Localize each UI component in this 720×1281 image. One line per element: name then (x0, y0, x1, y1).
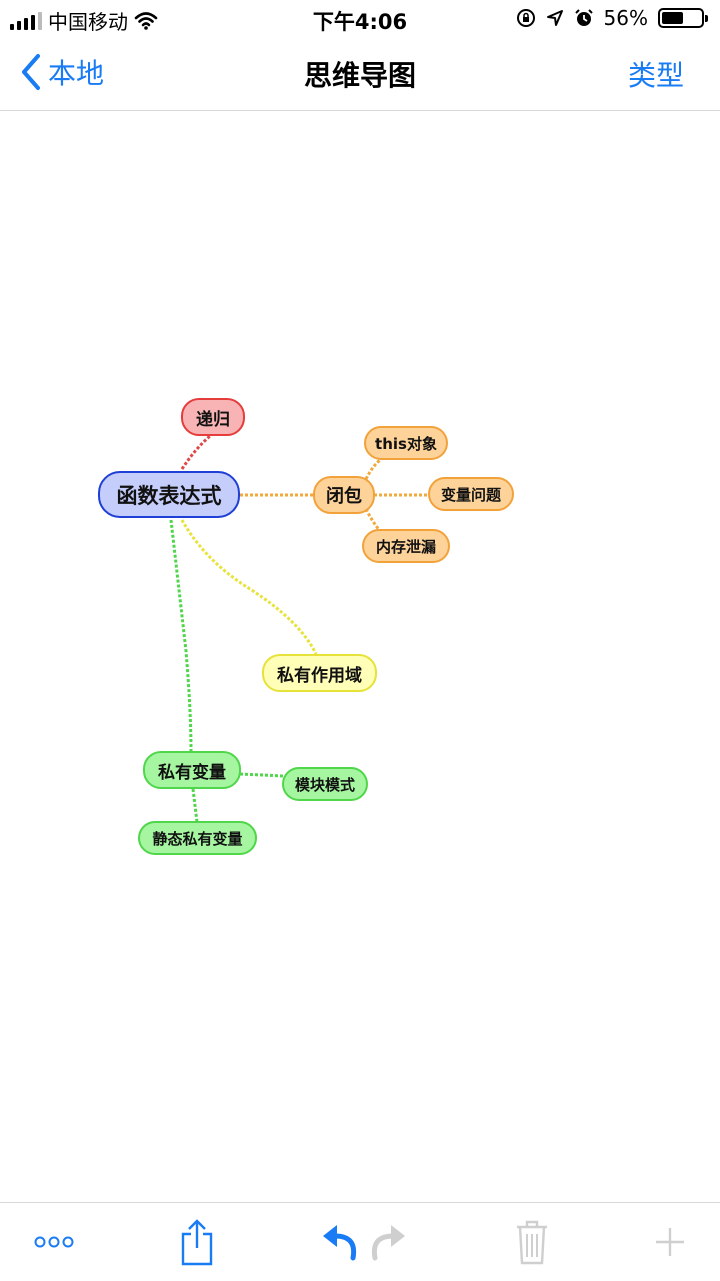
redo-button[interactable] (368, 1203, 410, 1281)
bottom-toolbar (0, 1202, 720, 1281)
connector-recursion (180, 434, 211, 470)
more-icon (34, 1236, 74, 1248)
mindmap-node-private-variable[interactable]: 私有变量 (143, 751, 241, 789)
share-icon (181, 1219, 213, 1266)
rotation-lock-icon (516, 9, 535, 27)
connector-static-private-variable (191, 788, 199, 823)
chevron-left-icon (22, 54, 40, 90)
wifi-icon (134, 11, 158, 30)
mindmap-canvas[interactable]: 函数表达式 递归 闭包 this对象 变量问题 内存泄漏 私有作用域 私有变量 … (0, 111, 720, 1202)
battery-percent: 56% (603, 6, 648, 30)
navigation-bar: 本地 思维导图 类型 (0, 40, 720, 111)
redo-icon (371, 1225, 405, 1261)
status-left: 中国移动 (10, 6, 158, 35)
clock: 下午4:06 (312, 10, 408, 34)
back-button[interactable]: 本地 (20, 52, 104, 92)
mindmap-node-recursion[interactable]: 递归 (181, 398, 245, 436)
page-title: 思维导图 (303, 59, 416, 92)
type-button[interactable]: 类型 (627, 59, 684, 92)
alarm-icon (574, 9, 593, 26)
back-label: 本地 (48, 57, 105, 90)
signal-icon (10, 11, 42, 30)
mindmap-node-this-object[interactable]: this对象 (364, 426, 448, 460)
add-button[interactable] (650, 1203, 690, 1281)
mindmap-node-root[interactable]: 函数表达式 (98, 471, 240, 518)
share-button[interactable] (172, 1203, 222, 1281)
connector-this-object (364, 458, 382, 480)
delete-button[interactable] (510, 1203, 554, 1281)
mindmap-connectors (169, 434, 430, 823)
undo-button[interactable] (318, 1203, 360, 1281)
mindmap-node-memory-leak[interactable]: 内存泄漏 (362, 529, 450, 563)
trash-icon (517, 1220, 547, 1265)
location-icon (546, 10, 563, 26)
connector-private-variable (169, 519, 193, 752)
add-icon (656, 1228, 684, 1256)
connector-memory-leak (364, 508, 382, 532)
battery-icon (658, 8, 708, 28)
more-button[interactable] (28, 1203, 80, 1281)
mindmap-node-closure[interactable]: 闭包 (313, 476, 375, 514)
mindmap-node-variable-issue[interactable]: 变量问题 (428, 477, 514, 511)
battery-fill (662, 12, 683, 24)
mindmap-node-private-scope[interactable]: 私有作用域 (262, 654, 377, 692)
undo-icon (323, 1225, 357, 1261)
status-right: 56% (516, 6, 708, 30)
connector-private-scope (180, 519, 318, 655)
status-bar: 中国移动 下午4:06 56% (0, 0, 720, 40)
mindmap-node-static-private-variable[interactable]: 静态私有变量 (138, 821, 257, 855)
connector-module-pattern (239, 772, 285, 778)
mindmap-node-module-pattern[interactable]: 模块模式 (282, 767, 368, 801)
carrier-label: 中国移动 (48, 10, 128, 34)
